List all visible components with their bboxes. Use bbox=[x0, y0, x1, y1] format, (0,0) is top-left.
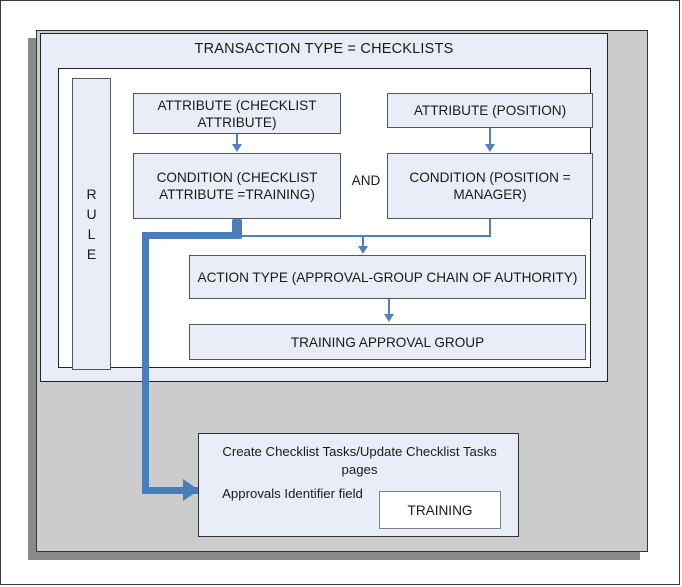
arrowhead-merge-to-action bbox=[358, 246, 368, 254]
thick-connector-origin-joint bbox=[232, 219, 242, 239]
pages-box: Create Checklist Tasks/Update Checklist … bbox=[198, 433, 519, 537]
connector-cond-position-stub bbox=[489, 219, 491, 236]
rule-letter-u: U bbox=[86, 206, 97, 222]
rule-letter-e: E bbox=[86, 246, 97, 262]
arrowhead-attr-checklist-down bbox=[232, 144, 242, 152]
arrowhead-attr-position-down bbox=[485, 144, 495, 152]
rule-letter-l: L bbox=[87, 226, 96, 242]
pages-box-title: Create Checklist Tasks/Update Checklist … bbox=[222, 444, 497, 477]
thick-connector-bottom-horizontal bbox=[142, 487, 198, 494]
approvals-identifier-field[interactable]: TRAINING bbox=[379, 491, 501, 529]
rule-label-letters: R U L E bbox=[86, 184, 96, 264]
node-action-type-approval-group-chain: ACTION TYPE (APPROVAL-GROUP CHAIN OF AUT… bbox=[189, 255, 586, 299]
thick-connector-top-horizontal bbox=[142, 232, 239, 239]
arrowhead-to-pages-box bbox=[183, 479, 199, 501]
approvals-identifier-label: Approvals Identifier field bbox=[222, 486, 363, 501]
node-attribute-checklist-attribute: ATTRIBUTE (CHECKLIST ATTRIBUTE) bbox=[133, 93, 341, 134]
node-condition-checklist-attribute-training: CONDITION (CHECKLIST ATTRIBUTE =TRAINING… bbox=[133, 153, 341, 219]
node-condition-position-manager: CONDITION (POSITION = MANAGER) bbox=[387, 153, 593, 219]
connector-action-to-approval-group bbox=[388, 299, 390, 315]
node-attribute-position: ATTRIBUTE (POSITION) bbox=[387, 93, 593, 128]
arrowhead-action-to-approval-group bbox=[384, 314, 394, 322]
rule-letter-r: R bbox=[86, 186, 97, 202]
operator-and-label: AND bbox=[351, 173, 381, 188]
page-title: TRANSACTION TYPE = CHECKLISTS bbox=[194, 41, 454, 57]
connector-attr-position-to-condition bbox=[489, 128, 491, 145]
connector-attr-checklist-to-condition bbox=[236, 134, 238, 145]
thick-connector-vertical bbox=[142, 232, 149, 494]
connector-merge-to-action bbox=[362, 235, 364, 247]
node-training-approval-group: TRAINING APPROVAL GROUP bbox=[189, 324, 586, 360]
rule-label-box: R U L E bbox=[72, 78, 111, 370]
